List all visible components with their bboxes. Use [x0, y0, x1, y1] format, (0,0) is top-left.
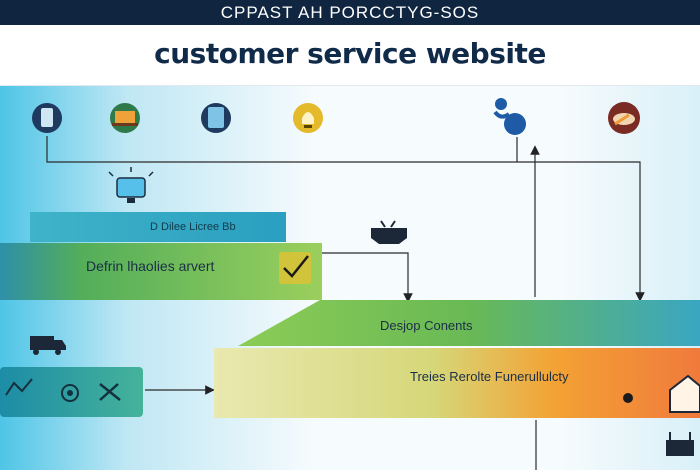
top-left-bar-label: D Dilee Licree Bb: [150, 221, 236, 233]
tools-icon: [99, 383, 121, 401]
top-left-bar: [30, 212, 286, 242]
design-band-label: Desjop Conents: [380, 318, 473, 333]
design-band: [238, 300, 700, 346]
define-bar-label: Defrin lhaolies arvert: [86, 258, 215, 274]
title-bar: customer service website: [0, 25, 700, 86]
monitor-icon: [108, 167, 154, 203]
test-bar: [214, 348, 700, 418]
handshake-icon: [371, 220, 407, 244]
page-title: customer service website: [154, 37, 546, 70]
mobile-icon: [32, 103, 62, 133]
flow-dot: [623, 393, 633, 403]
truck-icon: [30, 336, 66, 355]
checkmark-icon: [279, 252, 311, 284]
user-icon: [493, 98, 526, 135]
top-bus-line: [46, 136, 645, 302]
chat-icon: [608, 102, 640, 134]
top-banner: CPPAST AH PORCCTYG-SOS: [0, 0, 700, 25]
lightbulb-icon: [293, 103, 323, 133]
target-icon: [61, 384, 79, 402]
laptop-icon: [110, 103, 140, 133]
test-bar-label: Treies Rerolte Funerullulcty: [410, 369, 569, 384]
analytics-icon: [5, 378, 33, 396]
tablet-icon: [201, 103, 231, 133]
house-icon: [669, 374, 700, 413]
define-to-design-line: [320, 252, 413, 303]
package-icon: [666, 432, 694, 456]
define-bar: [0, 243, 322, 300]
